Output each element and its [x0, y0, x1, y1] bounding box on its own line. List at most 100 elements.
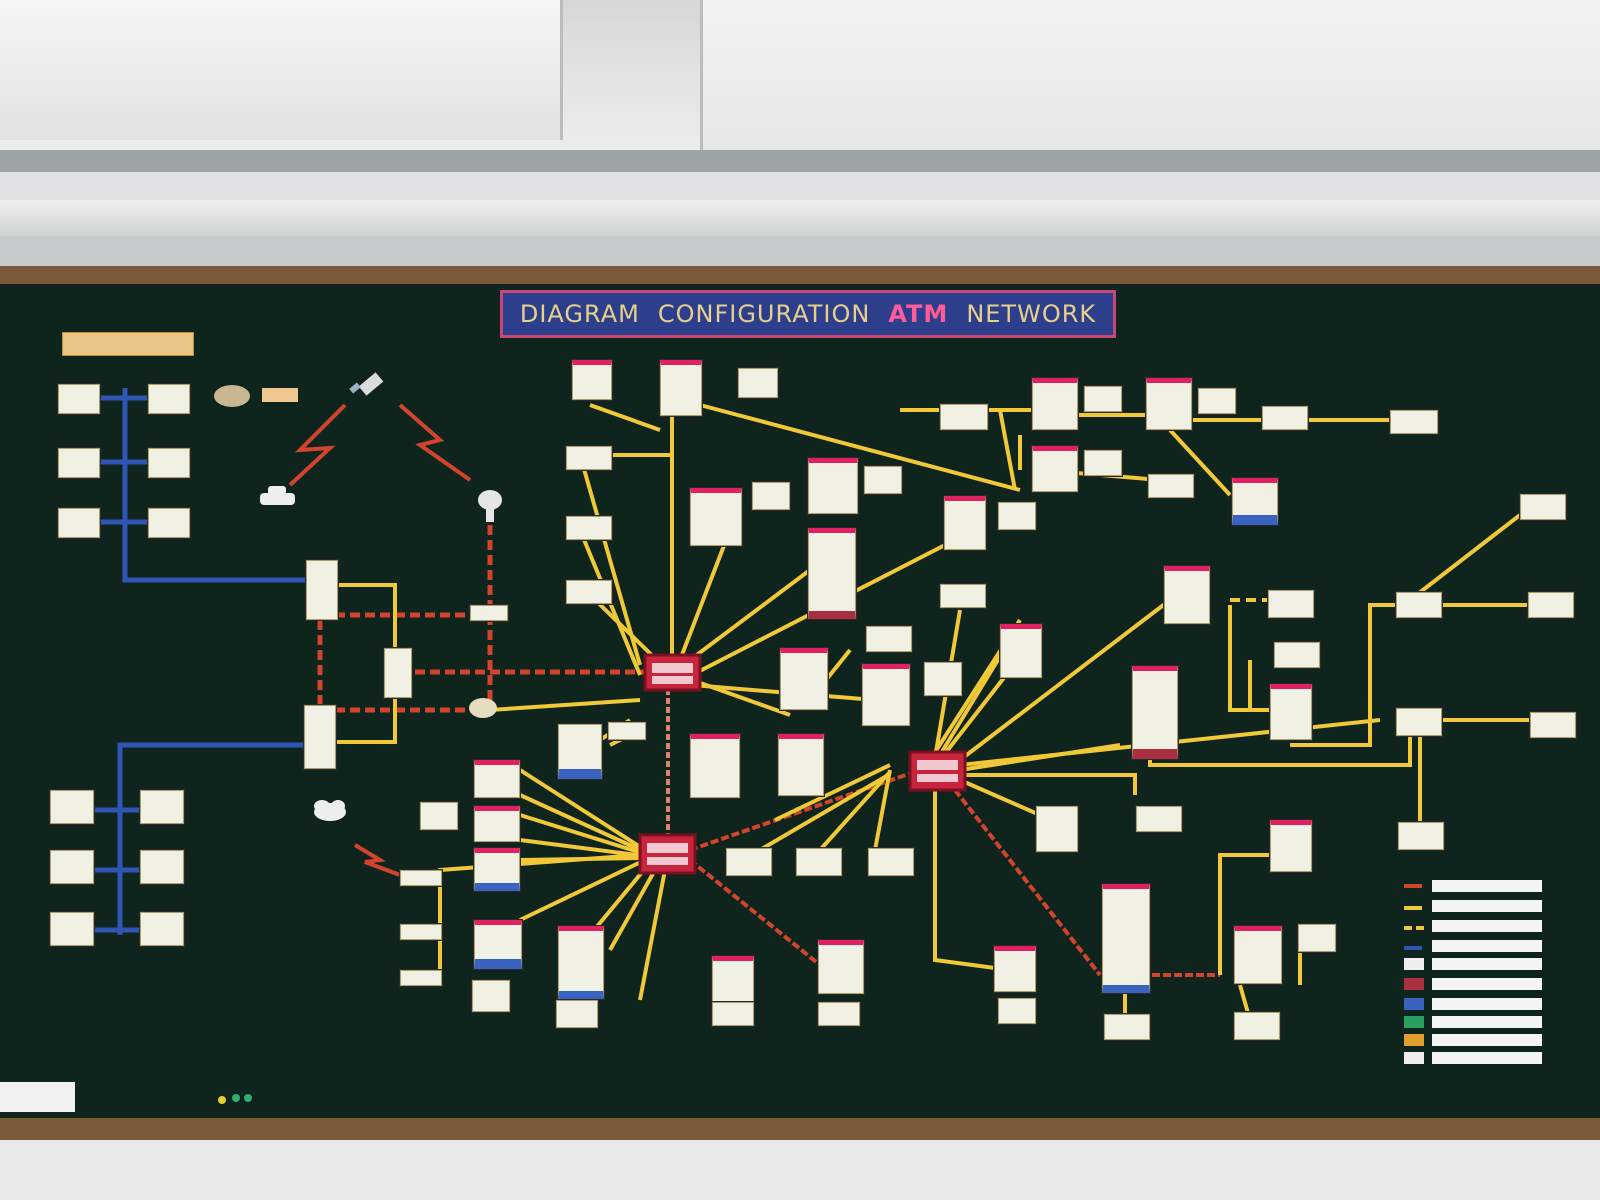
legend-label-strips — [1432, 880, 1542, 1064]
node-card — [1146, 378, 1192, 430]
label-card — [1234, 1012, 1280, 1040]
computer-icon — [1084, 450, 1122, 476]
label-card — [1396, 708, 1442, 736]
ceiling-panel — [700, 0, 1600, 155]
label-card — [1274, 642, 1320, 668]
computer-icon — [864, 466, 902, 494]
label-card — [726, 848, 772, 876]
title-word: NETWORK — [966, 300, 1097, 328]
node-card — [1036, 806, 1078, 852]
node-card — [608, 722, 646, 740]
node-card — [690, 734, 740, 798]
device-card — [148, 508, 190, 538]
wall-rail — [0, 150, 1600, 172]
label-card — [1262, 406, 1308, 430]
device-card — [148, 384, 190, 414]
computer-icon — [1084, 386, 1122, 412]
label-card — [1528, 592, 1574, 618]
node-card — [474, 848, 520, 891]
node-card — [862, 664, 910, 726]
node-card — [1164, 566, 1210, 624]
note-card — [262, 388, 298, 402]
computer-icon — [924, 662, 962, 696]
pp-switch-card — [304, 705, 336, 769]
computer-icon — [712, 1002, 754, 1026]
computer-icon — [998, 502, 1036, 530]
node-card — [808, 458, 858, 514]
label-card — [1390, 410, 1438, 434]
node-card — [660, 360, 702, 416]
node-card — [474, 760, 520, 798]
blue-link — [122, 388, 310, 583]
label-card — [566, 446, 612, 470]
node-stack-card — [808, 528, 856, 619]
legend-swatch-red-link — [1404, 884, 1422, 888]
label-card — [1530, 712, 1576, 738]
computer-icon — [1198, 388, 1236, 414]
label-card — [1398, 822, 1444, 850]
device-card — [470, 605, 508, 621]
label-card — [566, 580, 612, 604]
node-card — [778, 734, 824, 796]
blue-network-top — [80, 388, 310, 583]
pp-switch-card — [306, 560, 338, 620]
node-card — [944, 496, 986, 550]
legend-swatch-white — [1404, 1052, 1424, 1064]
label-card — [940, 404, 988, 430]
legend-swatch-white — [1404, 958, 1424, 970]
label-card — [866, 626, 912, 652]
node-card — [1232, 478, 1278, 525]
node-card — [780, 648, 828, 710]
diagram-title: DIAGRAM CONFIGURATION ATM NETWORK — [500, 290, 1116, 338]
label-card — [566, 516, 612, 540]
device-card — [140, 912, 184, 946]
cloud-icon — [314, 800, 346, 821]
label-card — [868, 848, 914, 876]
computer-icon — [1298, 924, 1336, 952]
label-card — [796, 848, 842, 876]
legend-swatch-blue — [1404, 998, 1424, 1010]
legend-swatch-yellow-dashed — [1404, 926, 1412, 930]
node-card — [1000, 624, 1042, 678]
node-card — [474, 920, 522, 969]
node-stack-card — [1102, 884, 1150, 993]
computer-icon — [752, 482, 790, 510]
computer-icon — [472, 980, 510, 1012]
node-card — [474, 806, 520, 842]
legend-swatch-red — [1404, 978, 1424, 990]
node-card — [558, 724, 602, 779]
hub-right — [908, 750, 967, 792]
label-card — [1268, 590, 1314, 618]
legend-swatch-yellow-link — [1404, 906, 1422, 910]
node-card — [690, 488, 742, 546]
device-card — [58, 384, 100, 414]
node-card — [1234, 926, 1282, 984]
legend-swatches — [1404, 884, 1424, 1064]
wall-bottom — [0, 1130, 1600, 1200]
node-card — [738, 368, 778, 398]
node-stack-card — [1132, 666, 1178, 759]
computer-icon — [556, 1000, 598, 1028]
node-card — [1032, 378, 1078, 430]
label-card — [1104, 1014, 1150, 1040]
device-card — [50, 790, 94, 824]
node-card — [1032, 446, 1078, 492]
label-card — [1136, 806, 1182, 832]
hub-lower-left — [638, 833, 697, 875]
push-pins — [218, 1094, 252, 1104]
node-card — [572, 360, 612, 400]
label-card — [940, 584, 986, 608]
computer-icon — [818, 1002, 860, 1026]
computer-icon — [420, 802, 458, 830]
legend-swatch-blue-link — [1404, 946, 1422, 950]
hub-center — [643, 653, 702, 692]
device-card — [50, 912, 94, 946]
node-card — [1270, 684, 1312, 740]
title-word: CONFIGURATION — [657, 300, 871, 328]
node-card — [994, 946, 1036, 992]
computer-icon — [998, 998, 1036, 1024]
title-word: DIAGRAM — [519, 300, 640, 328]
node-card — [818, 940, 864, 994]
title-word-atm: ATM — [888, 300, 949, 328]
